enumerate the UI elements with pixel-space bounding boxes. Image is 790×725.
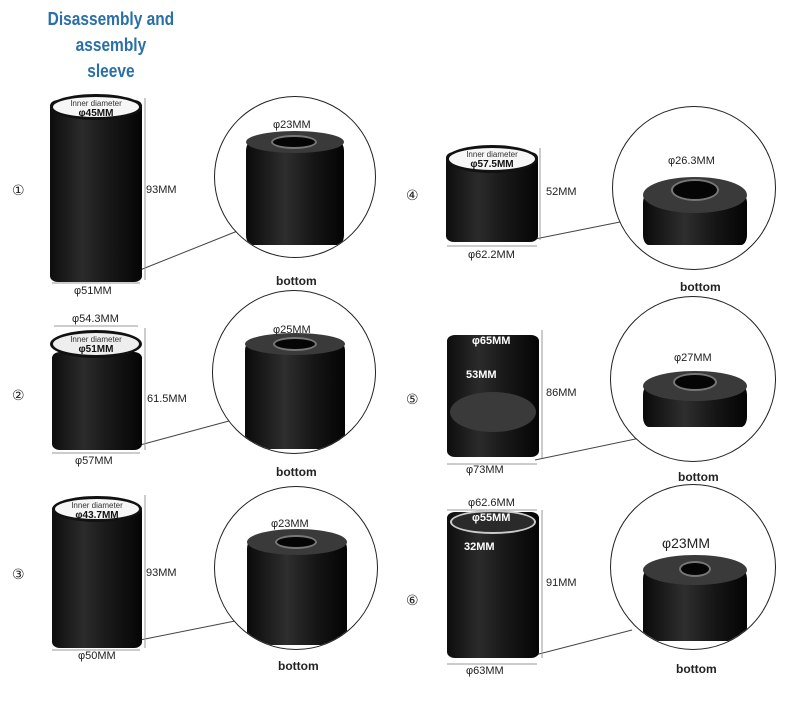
item-number: ① [12, 183, 25, 199]
inner-diameter-value: φ51MM [78, 344, 114, 355]
sleeve-body [447, 512, 539, 658]
bottom-body [245, 341, 345, 449]
inner-diameter-value: φ43.7MM [75, 510, 119, 521]
bottom-detail-circle [610, 484, 776, 650]
title-line-2: sleeve [87, 61, 135, 81]
bottom-detail-circle [214, 486, 378, 650]
slot-depth-label: 53MM [466, 369, 497, 381]
slot-depth-label: 32MM [464, 541, 495, 553]
sleeve-rim [450, 510, 536, 534]
bottom-hole-diameter: φ25MM [273, 324, 311, 336]
sleeve-body [52, 505, 142, 648]
outer-diameter-label: φ51MM [74, 285, 112, 297]
height-label: 93MM [146, 184, 177, 196]
inner-diameter-label: Inner diameter [70, 99, 122, 108]
height-label: 91MM [546, 577, 577, 589]
bottom-label: bottom [678, 470, 719, 484]
inner-diameter-label: Inner diameter [71, 501, 123, 510]
bottom-hole [275, 535, 317, 549]
bottom-hole-diameter: φ23MM [273, 119, 311, 131]
sleeve-body [52, 352, 142, 450]
bottom-detail-circle [612, 106, 776, 270]
bottom-detail-circle [212, 290, 376, 454]
bottom-detail-circle [214, 96, 376, 258]
bottom-hole [671, 179, 719, 201]
inner-diameter-value: φ55MM [472, 512, 511, 524]
sleeve-cutout [450, 392, 536, 432]
bottom-hole-diameter: φ23MM [662, 535, 710, 551]
item-number: ⑥ [406, 593, 419, 609]
sleeve-body [50, 100, 142, 282]
bottom-hole-diameter: φ26.3MM [668, 155, 715, 167]
outer-diameter-label: φ50MM [78, 650, 116, 662]
height-label: 52MM [546, 186, 577, 198]
item-number: ⑤ [406, 392, 419, 408]
bottom-label: bottom [680, 280, 721, 294]
bottom-label: bottom [278, 659, 319, 673]
bottom-hole [679, 561, 711, 577]
bottom-label: bottom [276, 465, 317, 479]
outer-diameter-label: φ63MM [466, 665, 504, 677]
title-line-1: Disassembly and assembly [47, 9, 175, 55]
height-label: 61.5MM [147, 393, 187, 405]
top-outer-diameter-label: φ54.3MM [72, 313, 119, 325]
sleeve-rim: Inner diameter φ57.5MM [446, 145, 538, 173]
item-number: ③ [12, 567, 25, 583]
bottom-detail-circle [610, 296, 776, 462]
inner-diameter-value: φ57.5MM [470, 159, 514, 170]
inner-diameter-label: Inner diameter [466, 150, 518, 159]
bottom-label: bottom [276, 274, 317, 288]
bottom-label: bottom [676, 662, 717, 676]
item-number: ④ [406, 188, 419, 204]
bottom-hole [273, 337, 317, 351]
outer-diameter-label: φ62.2MM [468, 249, 515, 261]
bottom-hole [271, 135, 317, 149]
item-number: ② [12, 388, 25, 404]
inner-diameter-value: φ45MM [78, 108, 114, 119]
inner-diameter-label: Inner diameter [70, 335, 122, 344]
sleeve-rim: Inner diameter φ45MM [50, 94, 142, 120]
bottom-hole [673, 373, 717, 391]
bottom-hole-diameter: φ27MM [674, 352, 712, 364]
outer-diameter-label: φ57MM [75, 455, 113, 467]
top-outer-diameter-label: φ62.6MM [468, 497, 515, 509]
inner-diameter-value: φ65MM [472, 335, 511, 347]
bottom-body [247, 539, 347, 645]
bottom-hole-diameter: φ23MM [271, 518, 309, 530]
sleeve-rim: Inner diameter φ43.7MM [52, 496, 142, 522]
height-label: 93MM [146, 567, 177, 579]
outer-diameter-label: φ73MM [466, 464, 504, 476]
page-title: Disassembly and assembly sleeve [12, 6, 210, 84]
height-label: 86MM [546, 387, 577, 399]
sleeve-rim: Inner diameter φ51MM [50, 330, 142, 358]
bottom-body [246, 141, 344, 245]
